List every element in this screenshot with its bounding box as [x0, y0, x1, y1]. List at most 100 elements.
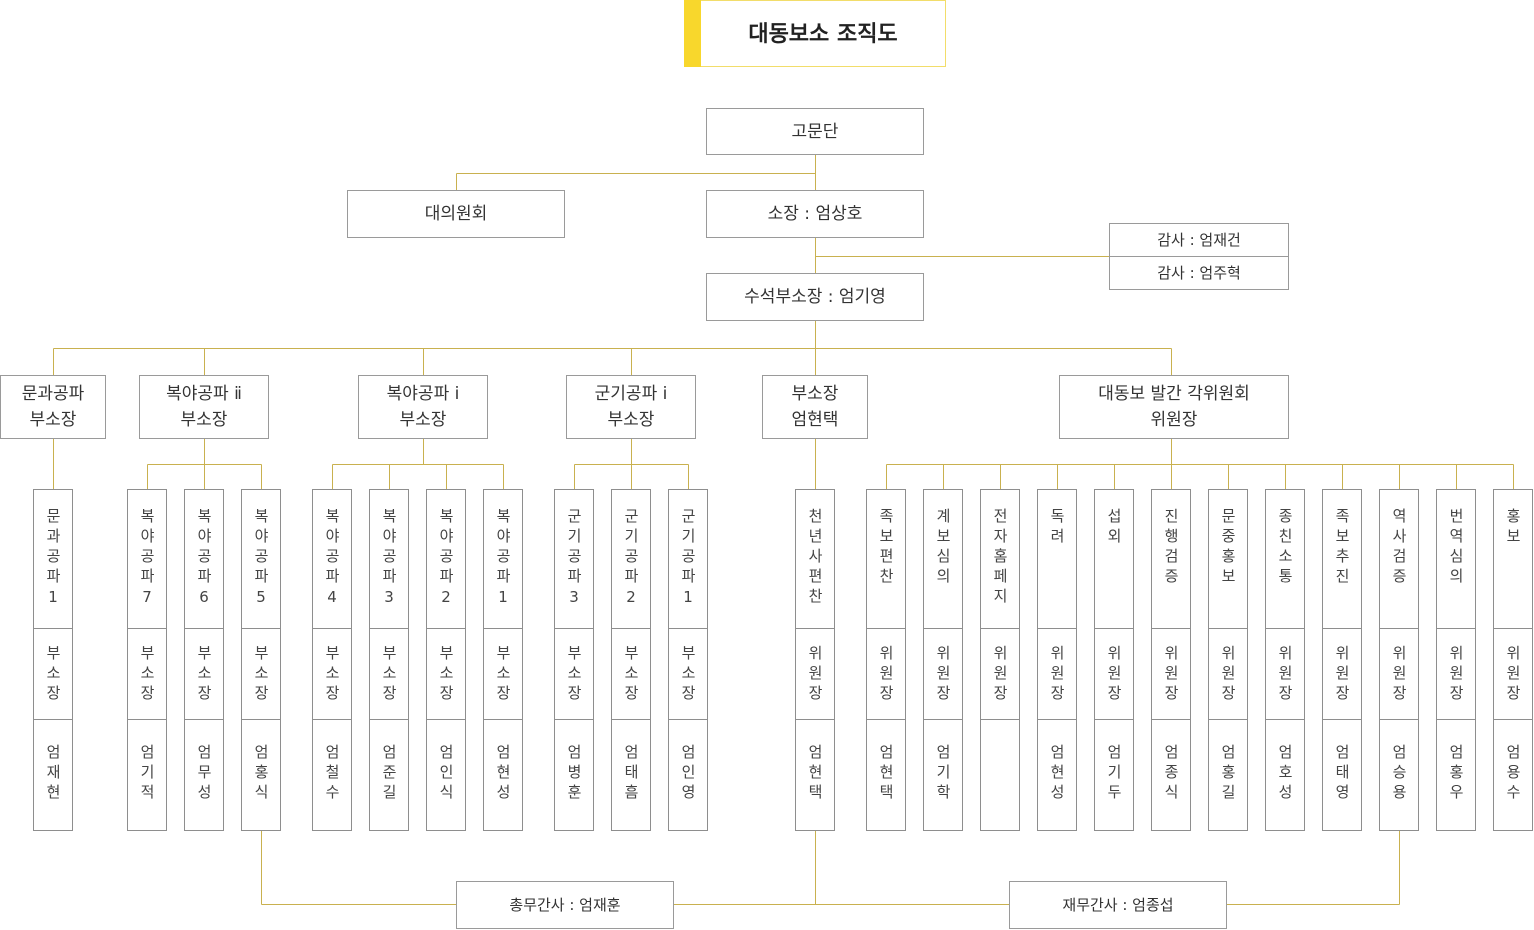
branch-line2: 부소장 [29, 410, 77, 430]
unit-name: 복야공파6 [195, 508, 213, 611]
unit-role: 부소장 [195, 645, 213, 705]
unit-name: 섭외 [1105, 508, 1123, 548]
unit-name: 번역심의 [1447, 508, 1465, 588]
unit-person: 엄승용 [1390, 744, 1408, 804]
unit-role: 위원장 [877, 645, 895, 705]
unit-person: 엄홍길 [1219, 744, 1237, 804]
unit-role: 부소장 [565, 645, 583, 705]
unit-name: 진행검증 [1162, 508, 1180, 588]
director-label: 소장 : 엄상호 [767, 204, 863, 224]
general-secretary-label: 총무간사 : 엄재훈 [509, 896, 621, 914]
advisors-box: 고문단 [706, 108, 924, 155]
auditor-label-2: 감사 : 엄주혁 [1157, 264, 1241, 282]
unit-name: 복야공파7 [138, 508, 156, 611]
unit-person: 엄종식 [1162, 744, 1180, 804]
unit-role: 부소장 [44, 645, 62, 705]
unit-role: 위원장 [806, 645, 824, 705]
unit-name: 족보편찬 [877, 508, 895, 588]
unit-role: 부소장 [622, 645, 640, 705]
unit-role: 위원장 [1219, 645, 1237, 705]
unit-name: 전자홈페지 [991, 508, 1009, 608]
branch-line1: 문과공파 [21, 384, 85, 404]
chief-deputy-label: 수석부소장 : 엄기영 [744, 287, 886, 307]
unit-role: 위원장 [1162, 645, 1180, 705]
finance-secretary-box: 재무간사 : 엄종섭 [1009, 881, 1227, 929]
branch-line1: 복야공파 ⅰ [386, 384, 460, 404]
unit-name: 군기공파1 [679, 508, 697, 611]
unit-role: 부소장 [494, 645, 512, 705]
unit-role: 위원장 [1276, 645, 1294, 705]
unit-person: 엄현성 [494, 744, 512, 804]
unit-role: 위원장 [1504, 645, 1522, 705]
finance-secretary-label: 재무간사 : 엄종섭 [1062, 896, 1174, 914]
auditor-label-1: 감사 : 엄재건 [1157, 231, 1241, 249]
branch-line1: 군기공파 ⅰ [594, 384, 668, 404]
unit-name: 군기공파2 [622, 508, 640, 611]
council-box: 대의원회 [347, 190, 565, 238]
branch-box: 복야공파 ⅱ 부소장 [139, 375, 269, 439]
unit-role: 부소장 [679, 645, 697, 705]
unit-name: 군기공파3 [565, 508, 583, 611]
unit-person: 엄기두 [1105, 744, 1123, 804]
auditor-box-1: 감사 : 엄재건 [1109, 223, 1289, 257]
unit-role: 부소장 [380, 645, 398, 705]
chief-deputy-box: 수석부소장 : 엄기영 [706, 273, 924, 321]
unit-name: 문중홍보 [1219, 508, 1237, 588]
chart-title-box: 대동보소 조직도 [684, 0, 946, 67]
branch-line2: 위원장 [1150, 410, 1198, 430]
unit-person: 엄무성 [195, 744, 213, 804]
branch-line2: 부소장 [180, 410, 228, 430]
unit-person [981, 720, 1019, 744]
unit-person: 엄기학 [934, 744, 952, 804]
branch-line1: 복야공파 ⅱ [166, 384, 242, 404]
unit-role: 부소장 [252, 645, 270, 705]
branch-line2: 엄현택 [791, 410, 839, 430]
unit-name: 종친소통 [1276, 508, 1294, 588]
general-secretary-box: 총무간사 : 엄재훈 [456, 881, 674, 929]
unit-name: 천년사편찬 [806, 508, 824, 608]
chart-title: 대동보소 조직도 [748, 22, 898, 47]
unit-role: 부소장 [138, 645, 156, 705]
unit-name: 복야공파4 [323, 508, 341, 611]
unit-role: 위원장 [934, 645, 952, 705]
unit-person: 엄용수 [1504, 744, 1522, 804]
unit-person: 엄현성 [1048, 744, 1066, 804]
unit-person: 엄태흠 [622, 744, 640, 804]
unit-person: 엄철수 [323, 744, 341, 804]
unit-role: 위원장 [1390, 645, 1408, 705]
branch-line1: 대동보 발간 각위원회 [1098, 384, 1250, 404]
unit-name: 복야공파5 [252, 508, 270, 611]
unit-person: 엄현택 [877, 744, 895, 804]
council-label: 대의원회 [424, 204, 488, 224]
unit-name: 역사검증 [1390, 508, 1408, 588]
unit-role: 위원장 [1105, 645, 1123, 705]
unit-person: 엄인식 [437, 744, 455, 804]
unit-person: 엄준길 [380, 744, 398, 804]
title-accent-bar [684, 0, 701, 67]
unit-role: 위원장 [1447, 645, 1465, 705]
auditor-box-2: 감사 : 엄주혁 [1109, 256, 1289, 290]
unit-name: 문과공파1 [44, 508, 62, 611]
unit-person: 엄태영 [1333, 744, 1351, 804]
unit-role: 부소장 [437, 645, 455, 705]
